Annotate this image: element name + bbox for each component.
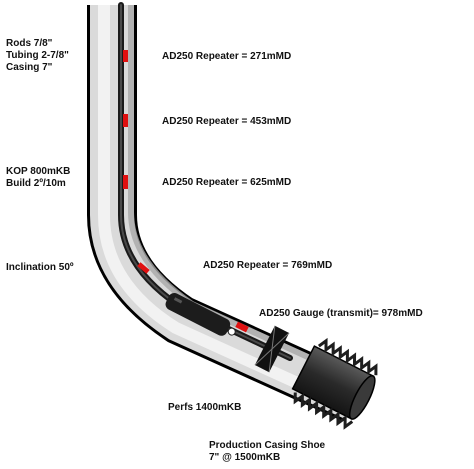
repeater-label-2: AD250 Repeater = 453mMD (162, 116, 292, 127)
casing-shoe-label-line1: Production Casing Shoe (209, 440, 326, 451)
packer (254, 325, 290, 373)
perfs-label: Perfs 1400mKB (168, 402, 242, 413)
casing-label: Casing 7" (6, 62, 53, 73)
perforations (293, 337, 378, 430)
casing-body (90, 5, 362, 419)
rods-label: Rods 7/8" (6, 38, 53, 49)
repeater-marker-4 (137, 262, 150, 274)
repeater-marker-2 (123, 114, 128, 127)
casing-shoe-label-line2: 7" @ 1500mKB (209, 452, 281, 463)
casing-highlight (98, 5, 349, 411)
gauge-marker (235, 321, 249, 333)
build-rate-label: Build 2º/10m (6, 178, 66, 189)
repeater-label-1: AD250 Repeater = 271mMD (162, 51, 292, 62)
casing-shoe (291, 345, 376, 420)
repeater-marker-1 (123, 50, 128, 62)
gauge-label: AD250 Gauge (transmit)= 978mMD (259, 308, 423, 319)
kop-label: KOP 800mKB (6, 166, 71, 177)
inclination-label: Inclination 50º (6, 262, 74, 273)
repeater-label-4: AD250 Repeater = 769mMD (203, 260, 333, 271)
gauge-tool (165, 292, 236, 336)
repeater-label-3: AD250 Repeater = 625mMD (162, 177, 292, 188)
tubing-label: Tubing 2-7/8" (6, 50, 69, 61)
repeater-marker-3 (123, 175, 128, 189)
